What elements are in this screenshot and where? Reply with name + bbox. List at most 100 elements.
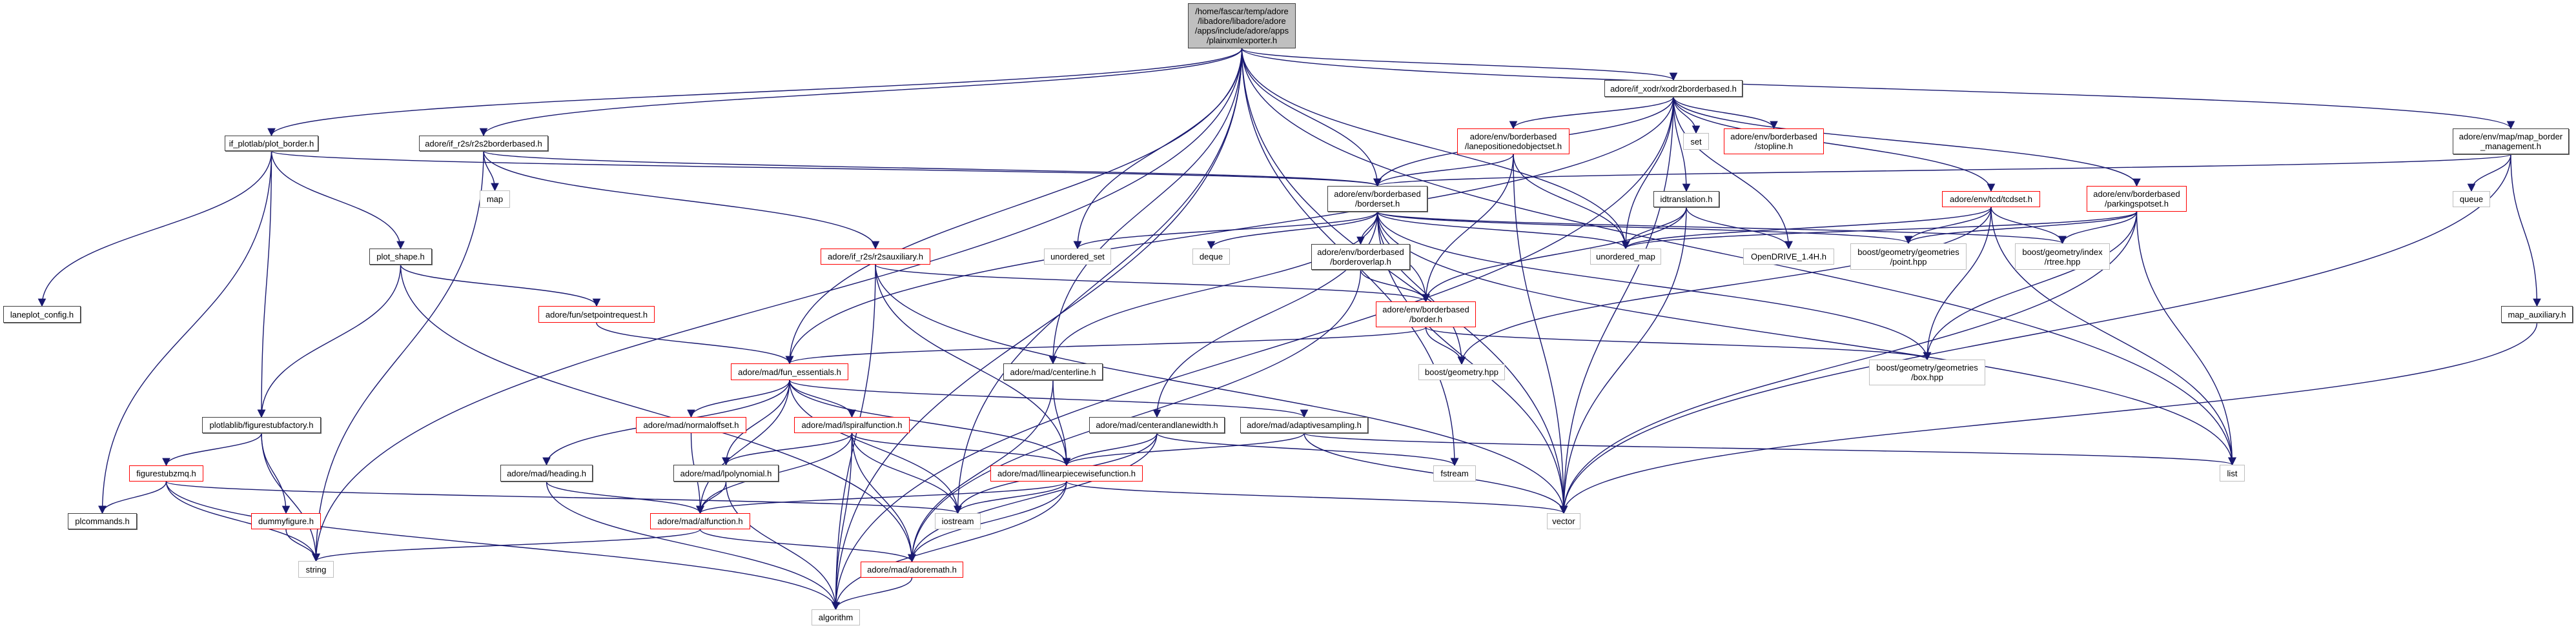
edge-xodr2bb-to-idtranslation xyxy=(1673,96,1691,192)
edge-plot_border-to-plcommands xyxy=(98,150,272,514)
node-dummyfigure[interactable]: dummyfigure.h xyxy=(251,513,321,529)
node-figurestubzmq[interactable]: figurestubzmq.h xyxy=(129,465,203,482)
edge-lpolynomial-to-algorithm xyxy=(725,481,840,611)
node-fun-essentials[interactable]: adore/mad/fun_essentials.h xyxy=(731,363,848,380)
node-parkingspotset[interactable]: adore/env/borderbased /parkingspotset.h xyxy=(2087,186,2187,212)
edge-heading-to-algorithm xyxy=(546,481,840,611)
edge-lspiralfunction-to-lpolynomial xyxy=(722,432,853,466)
node-unordered-map[interactable]: unordered_map xyxy=(1590,249,1661,265)
edge-fun_essentials-to-lpolynomial xyxy=(722,380,790,466)
edge-figurestubfactory-to-string xyxy=(261,432,320,562)
edge-xodr2bb-to-opendrive xyxy=(1673,96,1793,250)
edge-borderoverlap-to-border xyxy=(1360,269,1430,303)
node-llinearpiecewise[interactable]: adore/mad/llinearpiecewisefunction.h xyxy=(990,465,1143,482)
node-stopline[interactable]: adore/env/borderbased /stopline.h xyxy=(1724,128,1824,154)
node-lanepos[interactable]: adore/env/borderbased /lanepositionedobj… xyxy=(1457,128,1569,154)
edge-idtranslation-to-opendrive xyxy=(1686,207,1793,250)
node-boost-geometry[interactable]: boost/geometry.hpp xyxy=(1418,364,1505,380)
edge-borderset-to-unordered_map xyxy=(1376,211,1630,250)
node-borderset[interactable]: adore/env/borderbased /borderset.h xyxy=(1327,186,1427,212)
node-point-hpp[interactable]: boost/geometry/geometries /point.hpp xyxy=(1850,243,1967,270)
edge-map_border_mgmt-to-queue xyxy=(2467,154,2511,192)
edge-root-to-algorithm xyxy=(832,48,1243,611)
node-heading[interactable]: adore/mad/heading.h xyxy=(500,465,593,482)
edge-tcdset-to-unordered_map xyxy=(1621,207,1992,250)
node-fstream[interactable]: fstream xyxy=(1433,465,1476,482)
edge-root-to-vector xyxy=(1241,48,1568,514)
edge-border-to-fun_essentials xyxy=(786,327,1427,365)
node-deque[interactable]: deque xyxy=(1192,249,1230,265)
node-map[interactable]: map xyxy=(480,190,510,208)
node-r2saux[interactable]: adore/if_r2s/r2sauxiliary.h xyxy=(821,249,930,265)
node-figurestubfactory[interactable]: plotlablib/figurestubfactory.h xyxy=(202,417,321,433)
edge-figurestubfactory-to-figurestubzmq xyxy=(162,432,262,467)
edge-plot_shape-to-figurestubfactory xyxy=(257,264,402,418)
edge-fun_essentials-to-adaptivesampling xyxy=(789,380,1308,418)
node-centerandlanewidth[interactable]: adore/mad/centerandlanewidth.h xyxy=(1089,417,1225,433)
node-plot-border[interactable]: if_plotlab/plot_border.h xyxy=(225,136,318,151)
node-setpointrequest[interactable]: adore/fun/setpointrequest.h xyxy=(538,306,655,323)
edge-root-to-iostream xyxy=(954,48,1243,514)
node-lspiralfunction[interactable]: adore/mad/lspiralfunction.h xyxy=(794,417,910,433)
edge-r2s2bb-to-r2saux xyxy=(483,150,880,250)
edge-map_auxiliary-to-vector xyxy=(1559,322,2538,514)
edge-fun_essentials-to-lspiralfunction xyxy=(789,380,856,418)
edge-adoremath-to-algorithm xyxy=(832,577,913,611)
node-string[interactable]: string xyxy=(298,561,334,578)
node-adoremath[interactable]: adore/mad/adoremath.h xyxy=(861,562,963,578)
node-xodr2bb[interactable]: adore/if_xodr/xodr2borderbased.h xyxy=(1604,80,1743,97)
edge-setpointrequest-to-fun_essentials xyxy=(596,322,794,365)
node-tcdset[interactable]: adore/env/tcd/tcdset.h xyxy=(1942,191,2040,207)
node-queue[interactable]: queue xyxy=(2453,191,2490,207)
edge-root-to-centerline xyxy=(1048,48,1243,365)
edge-plot_border-to-borderset xyxy=(271,150,1382,187)
node-iostream[interactable]: iostream xyxy=(935,513,981,529)
node-vector[interactable]: vector xyxy=(1547,513,1580,529)
edge-tcdset-to-list xyxy=(1990,207,2236,466)
node-borderoverlap[interactable]: adore/env/borderbased /borderoverlap.h xyxy=(1311,244,1410,270)
node-plcommands[interactable]: plcommands.h xyxy=(68,513,137,529)
node-centerline[interactable]: adore/mad/centerline.h xyxy=(1003,363,1103,380)
edge-root-to-map_border_mgmt xyxy=(1241,48,2515,130)
node-alfunction[interactable]: adore/mad/alfunction.h xyxy=(650,513,750,529)
node-opendrive[interactable]: OpenDRIVE_1.4H.h xyxy=(1743,249,1834,265)
edge-root-to-fun_essentials xyxy=(785,48,1243,365)
node-box-hpp[interactable]: boost/geometry/geometries /box.hpp xyxy=(1869,360,1985,385)
node-list[interactable]: list xyxy=(2220,465,2245,482)
edge-root-to-plot_border xyxy=(267,48,1243,137)
edge-dummyfigure-to-string xyxy=(285,529,320,562)
node-root[interactable]: /home/fascar/temp/adore /libadore/libado… xyxy=(1188,3,1296,48)
node-algorithm[interactable]: algorithm xyxy=(812,609,860,625)
edges-layer xyxy=(37,48,2541,611)
node-map-auxiliary[interactable]: map_auxiliary.h xyxy=(2501,306,2573,323)
edge-r2saux-to-algorithm xyxy=(832,264,876,611)
edge-map_border_mgmt-to-borderset xyxy=(1374,154,2511,187)
edge-root-to-unordered_map xyxy=(1241,48,1630,250)
node-laneplot-config[interactable]: laneplot_config.h xyxy=(3,306,81,323)
edge-llinearpiecewise-to-alfunction xyxy=(696,481,1067,514)
node-map-border-mgmt[interactable]: adore/env/map/map_border _management.h xyxy=(2453,128,2569,154)
edge-parkingspotset-to-box_hpp xyxy=(1923,211,2138,361)
edge-border-to-box_hpp xyxy=(1425,327,1931,361)
node-set[interactable]: set xyxy=(1683,133,1709,150)
node-adaptivesampling[interactable]: adore/mad/adaptivesampling.h xyxy=(1240,417,1368,433)
edge-root-to-xodr2bb xyxy=(1241,48,1677,81)
edge-llinearpiecewise-to-adoremath xyxy=(908,481,1067,563)
edge-plot_border-to-plot_shape xyxy=(271,150,405,250)
node-normaloffset[interactable]: adore/mad/normaloffset.h xyxy=(636,417,746,433)
node-rtree-hpp[interactable]: boost/geometry/index /rtree.hpp xyxy=(2015,243,2110,270)
edge-adaptivesampling-to-llinearpiecewise xyxy=(1062,432,1305,467)
node-r2s2bb[interactable]: adore/if_r2s/r2s2borderbased.h xyxy=(419,136,548,151)
edge-lspiralfunction-to-llinearpiecewise xyxy=(851,432,1071,467)
edge-borderset-to-box_hpp xyxy=(1376,211,1932,361)
edge-adaptivesampling-to-list xyxy=(1303,432,2236,466)
edge-figurestubfactory-to-dummyfigure xyxy=(261,432,291,514)
node-border[interactable]: adore/env/borderbased /border.h xyxy=(1376,301,1476,327)
node-idtranslation[interactable]: idtranslation.h xyxy=(1653,191,1719,207)
edge-parkingspotset-to-list xyxy=(2136,211,2236,466)
node-unordered-set[interactable]: unordered_set xyxy=(1044,249,1111,265)
node-lpolynomial[interactable]: adore/mad/lpolynomial.h xyxy=(673,465,779,482)
edge-tcdset-to-box_hpp xyxy=(1923,207,1992,361)
node-plot-shape[interactable]: plot_shape.h xyxy=(369,249,432,265)
